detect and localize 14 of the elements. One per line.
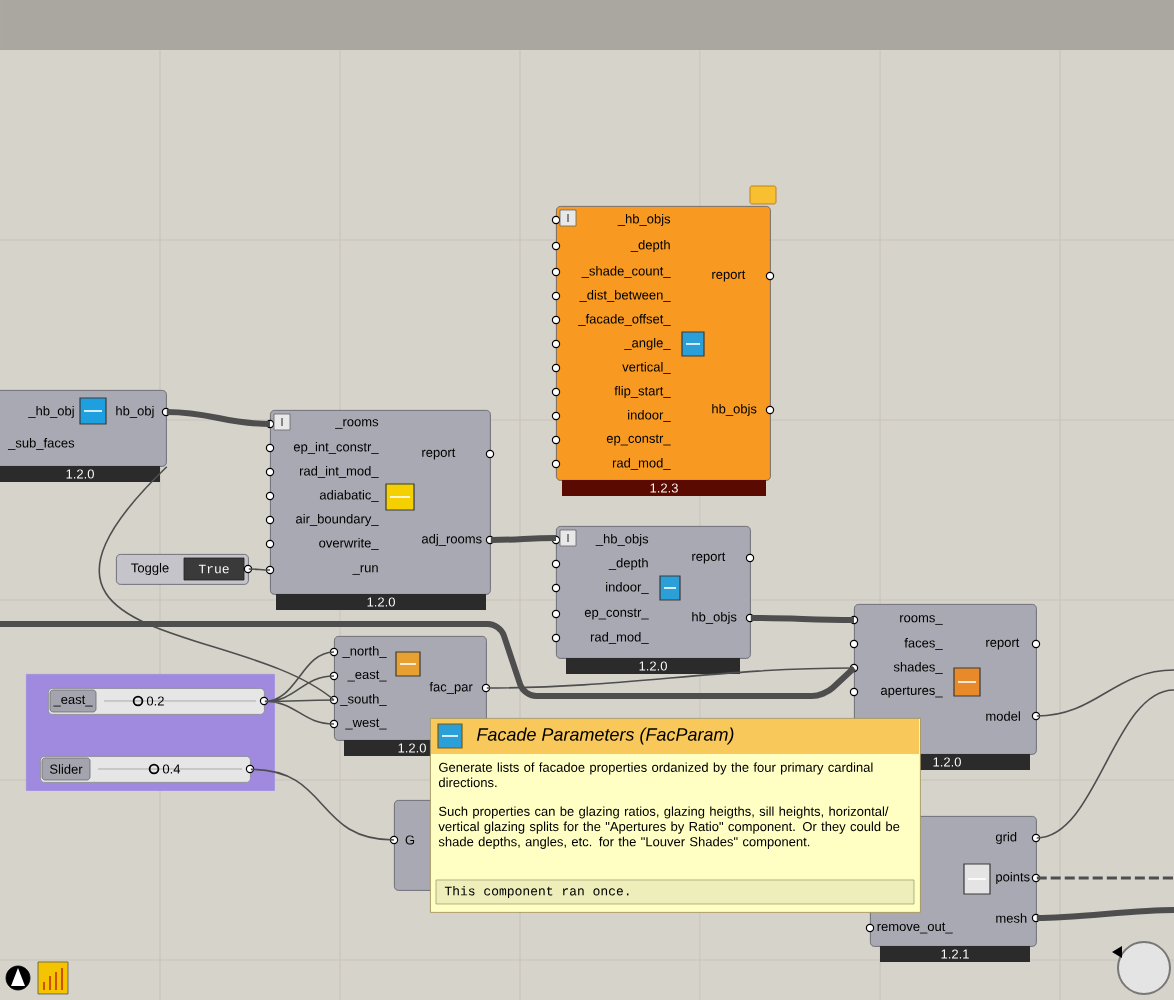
wire xyxy=(750,615,854,623)
wire xyxy=(1036,689,1174,839)
wire xyxy=(250,768,395,841)
wire xyxy=(264,651,335,725)
wire xyxy=(1036,907,1174,921)
wire xyxy=(490,535,556,543)
wire xyxy=(166,409,271,427)
wire xyxy=(1036,669,1174,717)
tooltip-header: Facade Parameters (FacParam) xyxy=(431,719,919,754)
wire xyxy=(0,621,857,699)
wire xyxy=(98,466,335,701)
wire xyxy=(1036,876,1174,880)
wire xyxy=(248,568,271,571)
wire xyxy=(486,667,855,689)
